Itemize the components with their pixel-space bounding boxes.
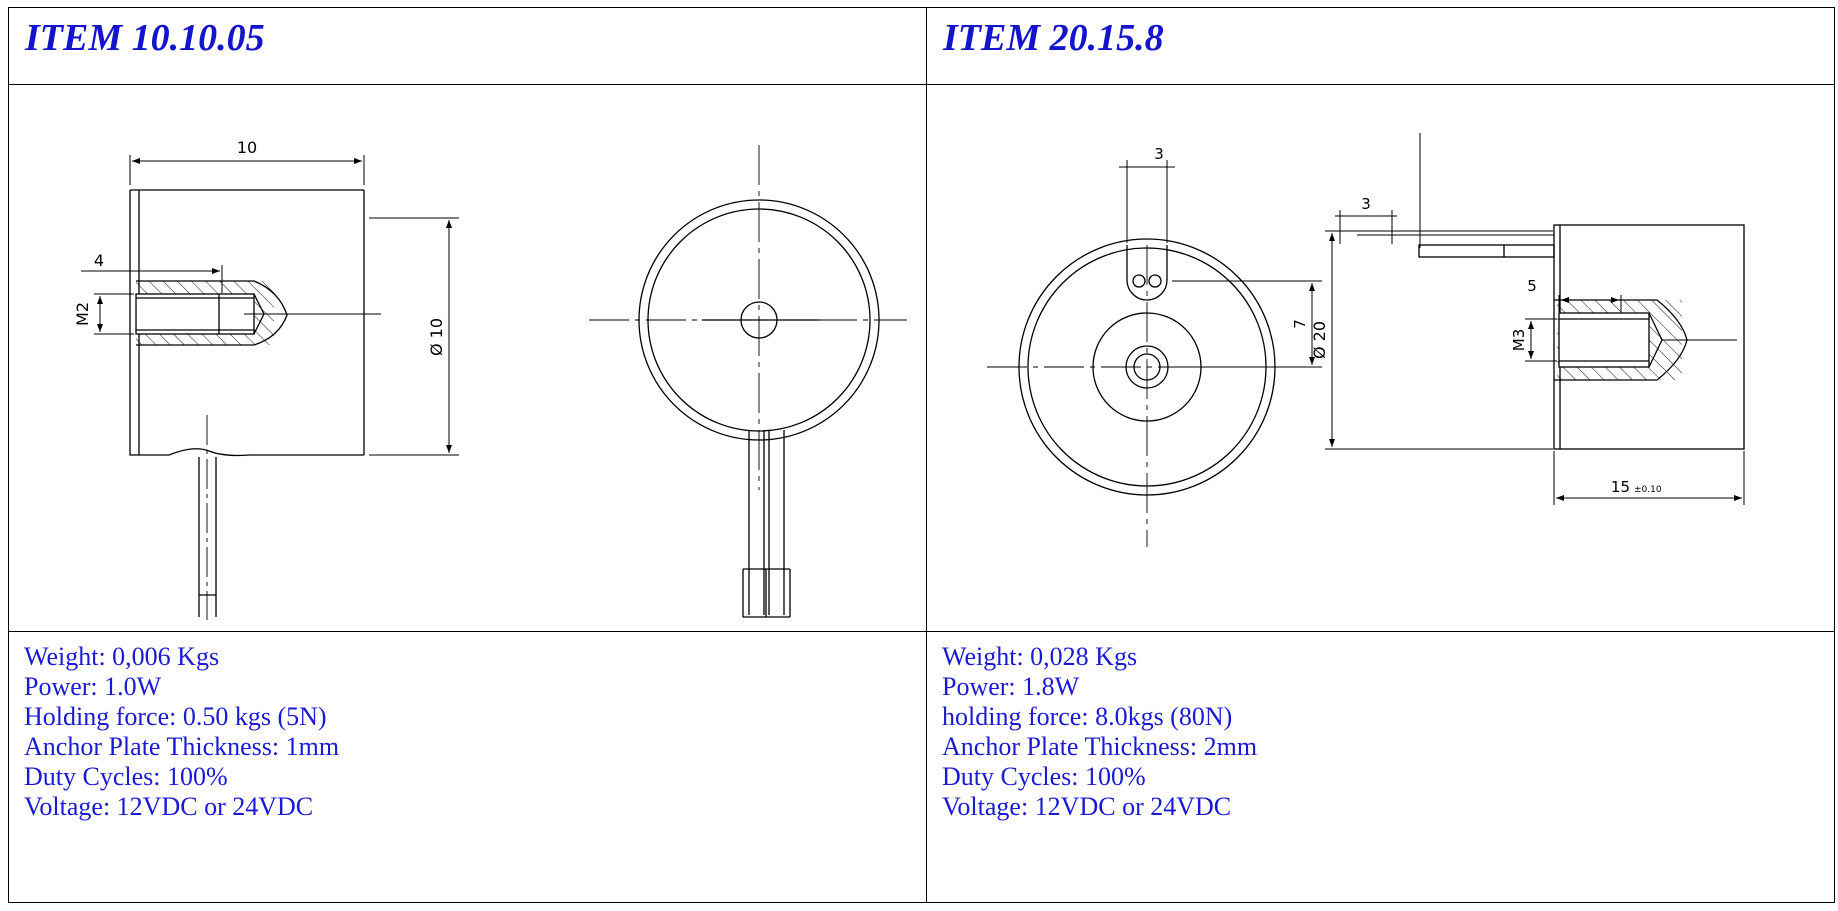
item2-front-view — [987, 238, 1307, 547]
item2-drawing-cell: 3 7 — [926, 84, 1835, 632]
item2-dim-length: 15 — [1611, 478, 1630, 496]
item2-front-dimensions — [1119, 160, 1322, 368]
item2-technical-drawing: 3 7 — [987, 133, 1745, 547]
item2-title: ITEM 20.15.8 — [943, 17, 1164, 59]
item2-dim-wire-offset: 3 — [1361, 195, 1371, 213]
item2-spec-list: Weight: 0,028 Kgs Power: 1.8W holding fo… — [927, 632, 1834, 822]
item1-holding-force: Holding force: 0.50 kgs (5N) — [24, 702, 327, 731]
item2-dim-diameter: Ø 20 — [1310, 321, 1329, 359]
item1-voltage: Voltage: 12VDC or 24VDC — [24, 792, 314, 821]
item2-dim-slot-width: 3 — [1154, 145, 1164, 163]
item1-title: ITEM 10.10.05 — [25, 17, 265, 59]
item1-spec-list: Weight: 0,006 Kgs Power: 1.0W Holding fo… — [9, 632, 926, 822]
item1-weight: Weight: 0,006 Kgs — [24, 642, 220, 671]
item2-title-cell: ITEM 20.15.8 — [926, 7, 1835, 85]
item1-technical-drawing: 10 Ø 10 4 M2 — [73, 138, 907, 620]
item2-dim-hole-offset: 7 — [1291, 319, 1309, 329]
item2-dim-tolerance: ±0.10 — [1634, 485, 1662, 495]
item1-drawing-cell: 10 Ø 10 4 M2 — [8, 84, 927, 632]
item2-side-dimensions — [1325, 210, 1745, 505]
item1-side-view — [129, 189, 381, 620]
item2-holding-force: holding force: 8.0kgs (80N) — [942, 702, 1233, 731]
item2-side-view — [1357, 133, 1745, 450]
item1-specs-cell: Weight: 0,006 Kgs Power: 1.0W Holding fo… — [8, 631, 927, 903]
item2-dim-depth: 5 — [1527, 277, 1537, 295]
item1-title-cell: ITEM 10.10.05 — [8, 7, 927, 85]
item1-dim-thread: M2 — [73, 302, 92, 326]
item1-dim-depth: 4 — [94, 251, 104, 270]
item2-specs-cell: Weight: 0,028 Kgs Power: 1.8W holding fo… — [926, 631, 1835, 903]
item2-anchor-thickness: Anchor Plate Thickness: 2mm — [942, 732, 1258, 761]
item2-voltage: Voltage: 12VDC or 24VDC — [942, 792, 1232, 821]
item1-power: Power: 1.0W — [24, 672, 162, 701]
item2-duty-cycles: Duty Cycles: 100% — [942, 762, 1146, 791]
item1-dim-length: 10 — [237, 138, 257, 157]
item2-power: Power: 1.8W — [942, 672, 1080, 701]
item1-dim-diameter: Ø 10 — [427, 318, 446, 356]
item1-anchor-thickness: Anchor Plate Thickness: 1mm — [24, 732, 340, 761]
item1-dimensions — [81, 155, 459, 456]
item2-weight: Weight: 0,028 Kgs — [942, 642, 1138, 671]
item1-front-view — [589, 145, 907, 618]
spec-table: ITEM 10.10.05 ITEM 20.15.8 — [8, 7, 1835, 903]
item1-duty-cycles: Duty Cycles: 100% — [24, 762, 228, 791]
item2-dim-thread: M3 — [1510, 329, 1528, 352]
